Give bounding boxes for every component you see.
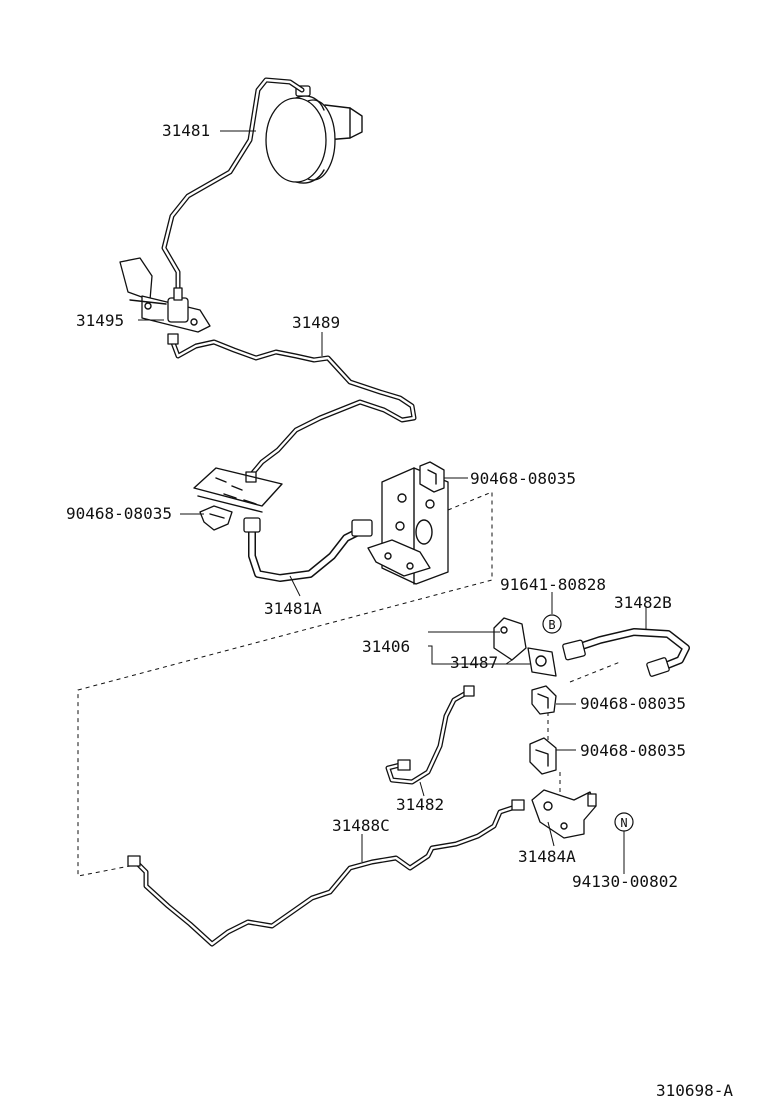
marker-n: N [614, 812, 634, 832]
leader-31406 [428, 631, 530, 665]
diagram-id: 310698-A [656, 1081, 733, 1100]
leader-31482 [419, 781, 425, 797]
bracket-31484A [531, 789, 597, 839]
junction-31495 [119, 257, 211, 333]
marker-n-label: N [620, 816, 627, 830]
tube-31489 [167, 333, 417, 483]
callout-31481: 31481 [162, 121, 210, 140]
marker-b-label: B [548, 618, 555, 632]
clip-upper-right [419, 461, 445, 493]
leader-31484A [547, 821, 555, 847]
callout-clip-upper-right: 90468-08035 [470, 469, 576, 488]
callout-31488C: 31488C [332, 816, 390, 835]
clip-mid-2 [529, 737, 557, 775]
marker-b: B [542, 614, 562, 634]
tube-31481 [161, 77, 305, 293]
tube-31482 [385, 685, 475, 785]
callout-clip-left: 90468-08035 [66, 504, 172, 523]
mounting-plate-left [193, 467, 283, 513]
leader-31481A [289, 575, 301, 597]
plate-31487 [527, 647, 557, 677]
callout-31487: 31487 [450, 653, 498, 672]
callout-clip-mid-2: 90468-08035 [580, 741, 686, 760]
bracket-31406 [493, 617, 527, 661]
callout-clip-mid-1: 90468-08035 [580, 694, 686, 713]
callout-31482: 31482 [396, 795, 444, 814]
callout-31481A: 31481A [264, 599, 322, 618]
dashed-guide-2 [569, 661, 621, 683]
callout-31406: 31406 [362, 637, 410, 656]
callout-91641: 91641-80828 [500, 575, 606, 594]
hose-31481A [243, 517, 373, 582]
master-cylinder [265, 85, 363, 184]
clip-mid-1 [531, 685, 557, 715]
tube-31488C [127, 799, 525, 947]
callout-31484A: 31484A [518, 847, 576, 866]
callout-31495: 31495 [76, 311, 124, 330]
hose-31482B [562, 628, 690, 677]
callout-31482B: 31482B [614, 593, 672, 612]
callout-94130: 94130-00802 [572, 872, 678, 891]
clip-left [199, 505, 233, 531]
callout-31489: 31489 [292, 313, 340, 332]
body-bracket [367, 467, 449, 585]
